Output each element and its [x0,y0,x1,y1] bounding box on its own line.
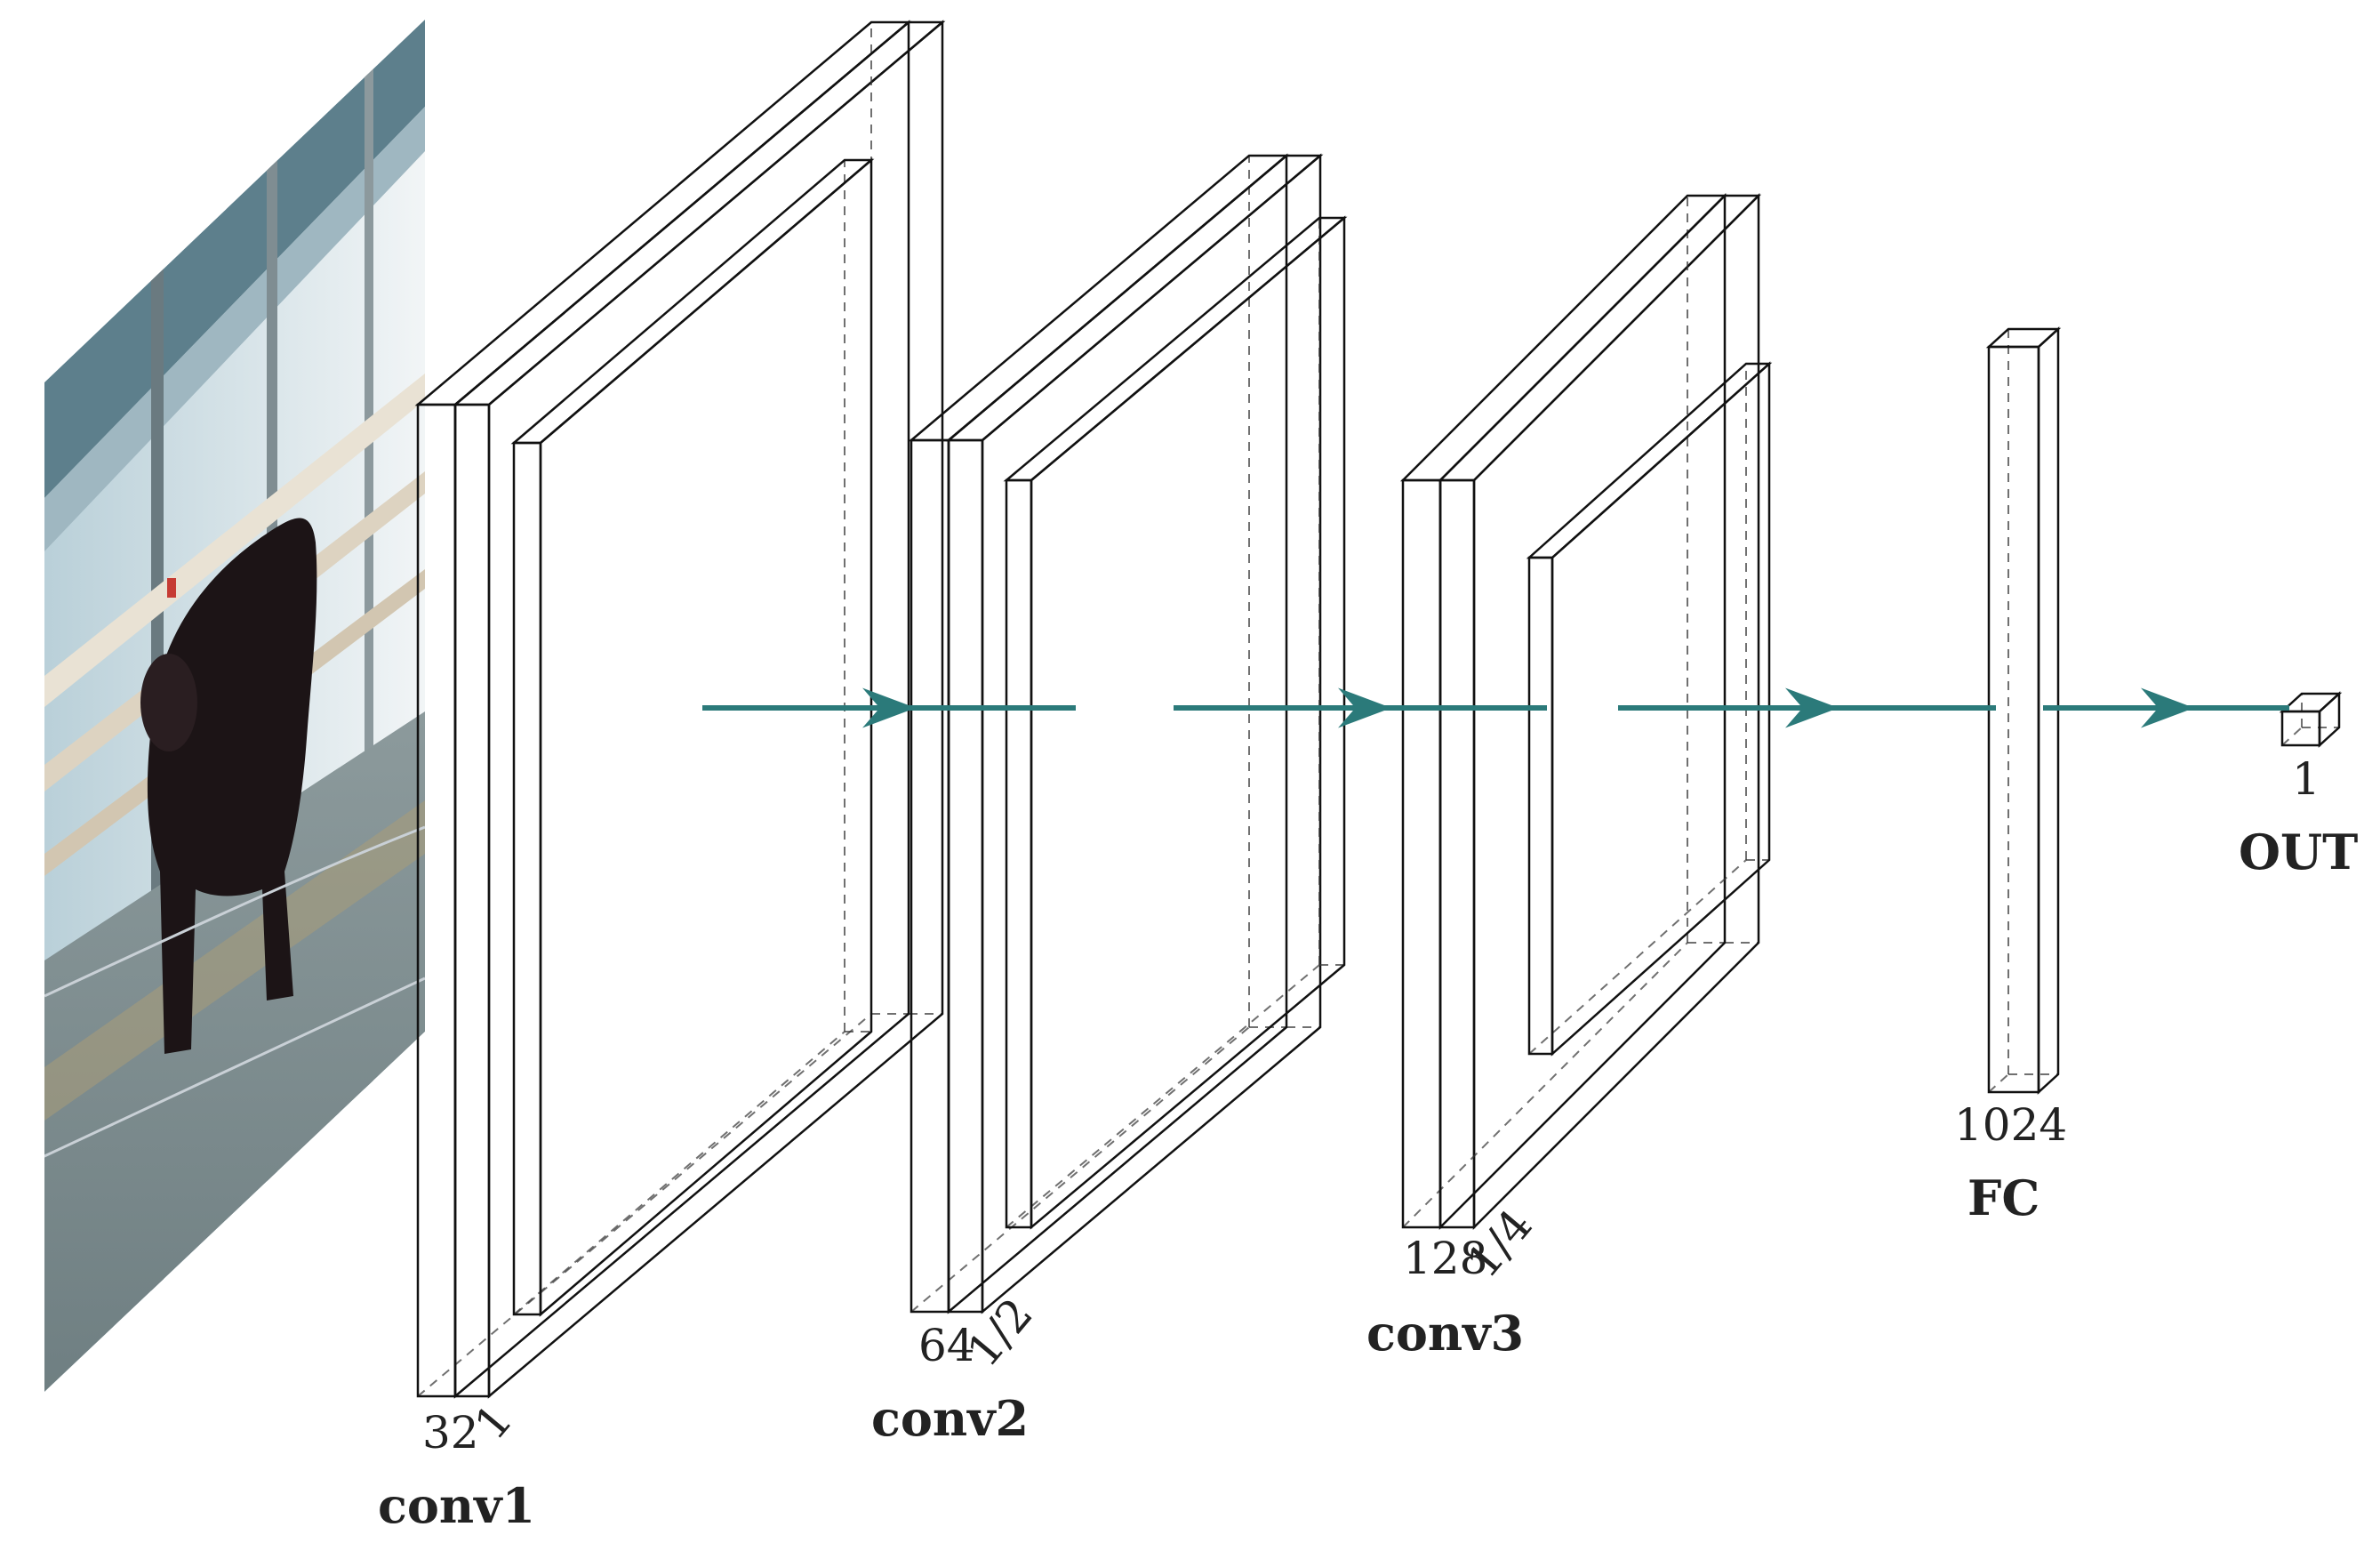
conv2-conv-slab-a-front-face [910,438,950,1314]
conv1-pool-slab-top-face [510,158,875,445]
conv2-conv-slab-a-top-face [908,154,1290,442]
conv3-conv-slab-a-hidden-edge [1402,942,1688,1228]
conv3-conv-slab-a-top-face [1399,194,1728,482]
out-block [2279,691,2343,748]
arrow-conv3-to-fc-arrowhead [1785,687,1839,728]
conv3-pool-slab-hidden-edge [1528,859,1747,1055]
conv3-pool-slab-front-face [1527,556,1554,1056]
conv2-conv-slab-a-side-face [947,153,1288,1314]
cow-photo-icon [44,20,425,1392]
conv2-name-label: conv2 [871,1390,1029,1447]
arrow-conv1-to-conv2 [702,687,1076,728]
layer-blocks [414,20,2343,1399]
arrow-fc-to-out-arrowhead [2141,687,2194,728]
conv3-block [1399,192,1773,1231]
conv2-pool-slab-front-face [1005,478,1033,1229]
conv2-block [908,153,1348,1314]
conv1-channels-label: 32 [422,1407,479,1459]
arrow-conv2-to-conv3 [1174,687,1547,728]
conv2-conv-slab-b-top-face [945,154,1324,442]
conv1-name-label: conv1 [378,1477,535,1534]
conv3-channels-label: 128 [1403,1233,1487,1284]
out-units-label: 1 [2292,753,2320,805]
fc-units-label: 1024 [1954,1099,2067,1151]
conv1-conv-slab-a-front-face [416,403,457,1398]
fc-name-label: FC [1967,1169,2039,1226]
conv3-conv-slab-b-side-face [1472,192,1760,1231]
fc-bar-front-face [1987,345,2040,1094]
arrow-conv2-to-conv3-arrowhead [1338,687,1391,728]
arrow-fc-to-out [2043,687,2289,728]
conv1-conv-slab-a-top-face [414,20,912,406]
out-name-label: OUT [2239,824,2358,880]
conv2-conv-slab-b-front-face [947,438,984,1314]
conv1-pool-slab-hidden-edge [513,1031,845,1315]
fc-block [1985,326,2062,1095]
conv3-conv-slab-a-side-face [1438,192,1727,1231]
fc-bar-top-face [1985,327,2062,349]
conv2-channels-label: 64 [918,1320,975,1371]
conv3-conv-slab-a-front-face [1401,478,1442,1229]
fc-bar-hidden-edge [1988,1073,2009,1093]
input-image [44,20,425,1392]
conv3-conv-slab-b-top-face [1437,194,1762,482]
conv3-name-label: conv3 [1366,1305,1524,1362]
conv3-conv-slab-b-front-face [1438,478,1476,1229]
conv2-pool-slab-side-face [1030,215,1346,1230]
out-cube-front-face [2280,710,2321,747]
arrow-conv1-to-conv2-arrowhead [862,687,916,728]
conv2-conv-slab-b-side-face [981,153,1322,1314]
conv3-pool-slab-top-face [1526,362,1773,559]
out-cube-hidden-edge [2281,727,2303,746]
conv1-conv-slab-b-top-face [452,20,946,406]
conv1-pool-slab-side-face [539,157,873,1317]
conv2-pool-slab-hidden-edge [1006,964,1320,1228]
layer-labels: 32 1 conv1 64 1/2 conv2 128 1/4 conv3 10… [378,753,2358,1534]
conv1-conv-slab-b-front-face [453,403,491,1398]
conv2-conv-slab-a-hidden-edge [910,1026,1250,1313]
out-cube-top-face [2279,692,2343,713]
conv1-conv-slab-a-hidden-edge [417,1013,872,1397]
arrow-conv3-to-fc [1618,687,1996,728]
conv1-block [414,20,946,1399]
conv1-pool-slab-front-face [512,441,542,1316]
